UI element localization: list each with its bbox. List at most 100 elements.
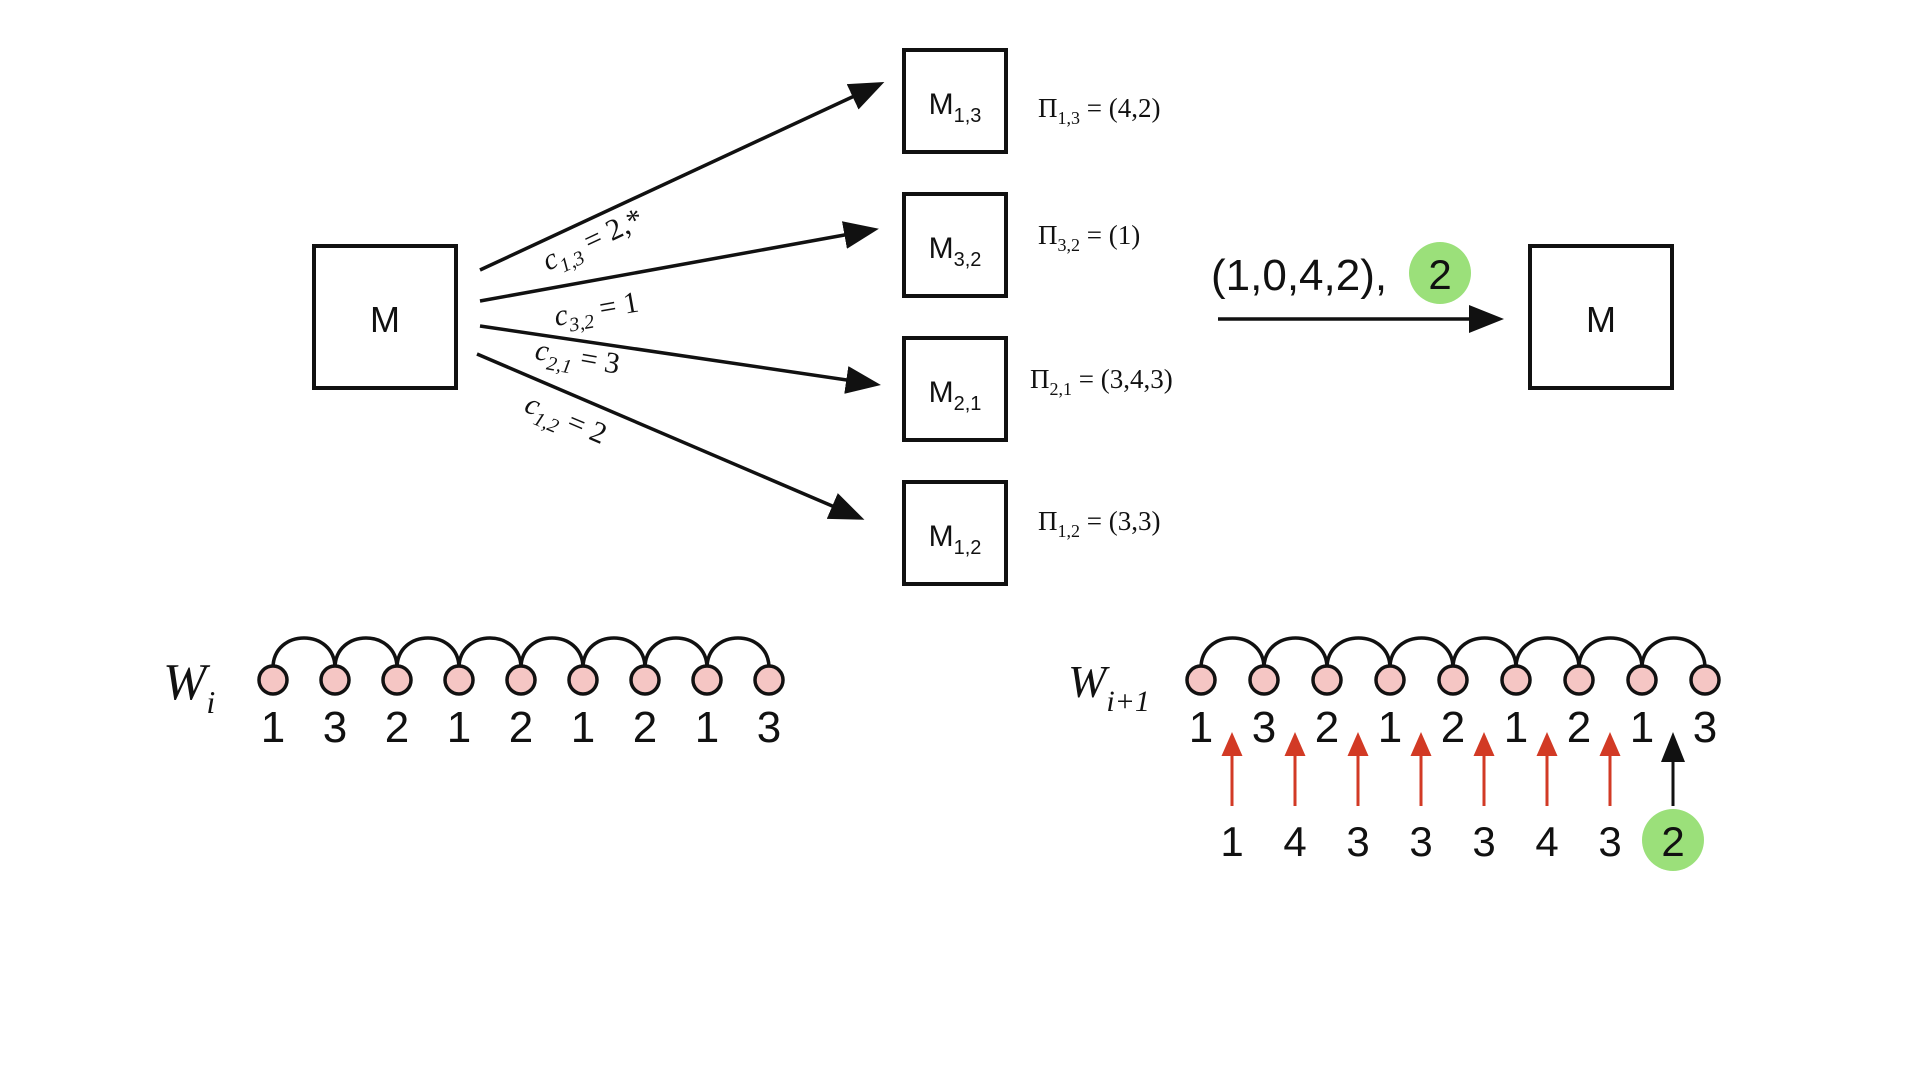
necklace-digit: 1 [695, 703, 719, 752]
wi1-beads [1185, 664, 1721, 696]
wi-arcs [271, 636, 771, 669]
inserted-digit: 2 [1661, 818, 1684, 865]
child-state-box-3-2: M3,2 [902, 192, 1008, 298]
necklace-digit: 2 [633, 703, 657, 752]
necklace-link [581, 636, 647, 669]
edge-label-3-2: c3,2 = 1 [551, 286, 642, 339]
edge-arrow-1-3 [479, 82, 885, 272]
wi1-label: Wi+1 [1068, 656, 1150, 718]
necklace-digit: 2 [1567, 703, 1591, 752]
child-state-box-2-1: M2,1 [902, 336, 1008, 442]
wi1-arcs [1199, 636, 1707, 669]
transition: (1,0,4,2), 2 [1211, 242, 1504, 333]
wi-label: Wi [163, 654, 215, 720]
inserted-highlight-badge [1642, 809, 1704, 871]
necklace-digit: 1 [261, 703, 285, 752]
transition-badge [1409, 242, 1471, 304]
necklace-link [271, 636, 337, 669]
edge-label-1-2: c1,2 = 2 [518, 387, 612, 456]
inserted-digit: 3 [1598, 818, 1621, 865]
transition-tuple: (1,0,4,2), [1211, 251, 1387, 300]
necklace-digit: 1 [447, 703, 471, 752]
necklace-bead [1563, 664, 1595, 696]
wi-beads [257, 664, 785, 696]
necklace-link [1325, 636, 1392, 669]
necklace-bead [443, 664, 475, 696]
edge-arrow-2-1 [479, 324, 881, 394]
inserted-digit: 3 [1346, 818, 1369, 865]
edge-arrow-3-2 [479, 221, 879, 303]
necklace-bead [381, 664, 413, 696]
necklace-bead [1374, 664, 1406, 696]
necklace-bead [257, 664, 289, 696]
target-state-label: M [1586, 299, 1616, 340]
edge-arrow-1-2 [476, 352, 865, 520]
inserted-digit: 4 [1535, 818, 1558, 865]
necklace-digit: 2 [385, 703, 409, 752]
necklace-digit: 1 [1189, 703, 1213, 752]
pi-label-2-1: Π2,1 = (3,4,3) [1030, 364, 1173, 399]
necklace-bead [753, 664, 785, 696]
necklace-digit: 1 [1504, 703, 1528, 752]
edge-arrows [476, 82, 885, 520]
necklace-bead [1437, 664, 1469, 696]
necklace-bead [319, 664, 351, 696]
necklace-digit: 1 [1378, 703, 1402, 752]
necklace-bead [505, 664, 537, 696]
necklace-link [1640, 636, 1707, 669]
necklace-digit: 3 [1693, 703, 1717, 752]
necklace-link [643, 636, 709, 669]
necklace-bead [1311, 664, 1343, 696]
inserted-digit: 4 [1283, 818, 1306, 865]
necklace-link [1199, 636, 1266, 669]
inserted-digit: 3 [1409, 818, 1432, 865]
necklace-link [395, 636, 461, 669]
child-state-box-1-2: M1,2 [902, 480, 1008, 586]
child-state-label: M3,2 [929, 232, 982, 271]
source-state-box: M [312, 244, 458, 390]
necklace-digit: 2 [509, 703, 533, 752]
wi1-insert-arrows [1221, 732, 1685, 806]
necklace-link [1577, 636, 1644, 669]
pi-label-3-2: Π3,2 = (1) [1038, 220, 1140, 255]
child-state-box-1-3: M1,3 [902, 48, 1008, 154]
necklace-link [705, 636, 771, 669]
necklace-bead [629, 664, 661, 696]
necklace-bead [1626, 664, 1658, 696]
target-state-box: M [1528, 244, 1674, 390]
necklace-digit: 2 [1441, 703, 1465, 752]
necklace-digit: 3 [757, 703, 781, 752]
necklace-digit: 2 [1315, 703, 1339, 752]
necklace-bead [567, 664, 599, 696]
necklace-bead [1185, 664, 1217, 696]
necklace-link [519, 636, 585, 669]
child-state-label: M1,2 [929, 520, 982, 559]
child-state-label: M1,3 [929, 88, 982, 127]
necklace-link [457, 636, 523, 669]
necklace-bead [1689, 664, 1721, 696]
necklace-bead [1500, 664, 1532, 696]
pi-label-1-3: Π1,3 = (4,2) [1038, 93, 1160, 128]
inserted-digit: 1 [1220, 818, 1243, 865]
necklace-bead [691, 664, 723, 696]
necklace-link [1388, 636, 1455, 669]
edge-label-1-3: c1,3 = 2,* [537, 202, 651, 283]
necklace-link [333, 636, 399, 669]
pi-label-1-2: Π1,2 = (3,3) [1038, 506, 1160, 541]
necklace-link [1262, 636, 1329, 669]
necklace-link [1514, 636, 1581, 669]
transition-badge-label: 2 [1428, 251, 1451, 298]
pi-labels: Π1,3 = (4,2) Π3,2 = (1) Π2,1 = (3,4,3) Π… [1030, 93, 1173, 541]
inserted-digit: 3 [1472, 818, 1495, 865]
necklace-digit: 3 [323, 703, 347, 752]
necklace-digit: 1 [1630, 703, 1654, 752]
necklace-bead [1248, 664, 1280, 696]
necklace-digit: 1 [571, 703, 595, 752]
necklace-link [1451, 636, 1518, 669]
